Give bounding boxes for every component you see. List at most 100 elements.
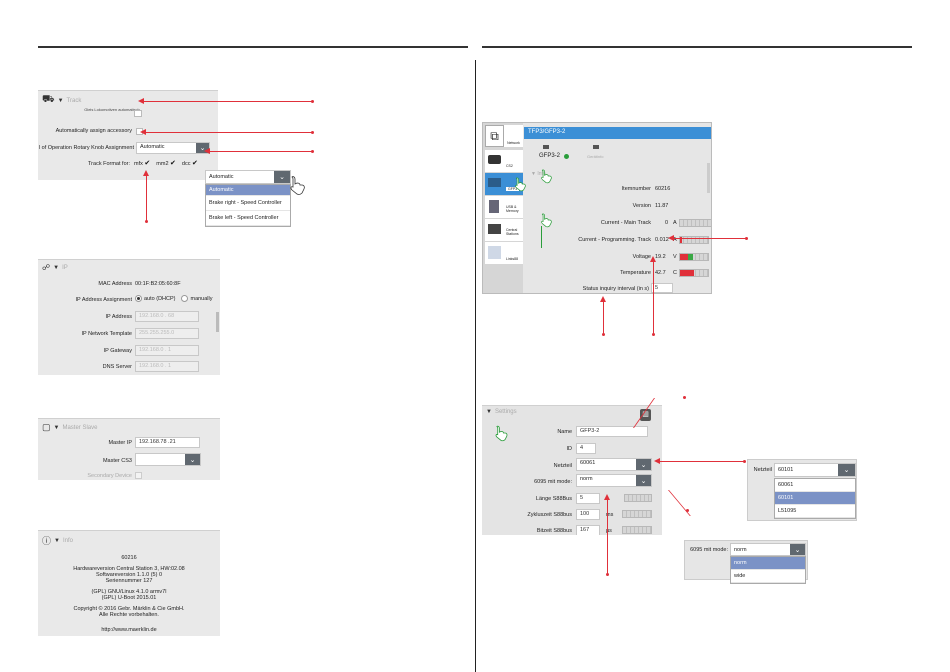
sidebar-main-icon[interactable]: ⧉ (485, 125, 504, 147)
ip-panel-header[interactable]: ☍ ▼ IP (42, 263, 68, 272)
prog-track-value: 0.012 (655, 237, 669, 243)
sidebar-item-central-stations[interactable]: Central Stations (485, 219, 523, 241)
gateway-label: IP Gateway (103, 348, 132, 354)
sidebar-item-network[interactable]: Network (504, 125, 523, 147)
mode-label: 6095 mit mode: (534, 479, 572, 485)
chevron-down-icon[interactable]: ⌄ (636, 459, 651, 470)
chevron-down-icon: ▼ (57, 97, 64, 104)
track-panel-header[interactable]: ⛟ ▼ Track (42, 94, 81, 107)
format-dcc[interactable]: dcc ✔ (181, 160, 198, 167)
device-sub[interactable]: Gerätinfo (587, 154, 604, 159)
scrollbar[interactable] (707, 163, 710, 193)
format-mm2[interactable]: mm2 ✔ (156, 160, 176, 167)
scrollbar[interactable] (216, 312, 219, 332)
s88-bit-field[interactable]: 167 (576, 525, 600, 535)
chevron-down-icon: ▼ (54, 537, 60, 544)
sidebar-item-gfp3[interactable]: GFP3 (485, 173, 523, 195)
info-line: Copyright © 2016 Gebr. Märklin & Cie Gmb… (73, 606, 185, 612)
ip-address-field[interactable]: 192.168.0 . 68 (135, 311, 199, 322)
s88-cycle-slider[interactable] (622, 510, 652, 518)
chevron-down-icon[interactable]: ⌄ (838, 464, 855, 476)
callout-line (146, 176, 147, 222)
mode-popup-dropdown[interactable]: norm ⌄ (730, 543, 806, 556)
info-link[interactable]: http://www.maerklin.de (101, 627, 157, 633)
locomotive-toggle[interactable] (134, 110, 142, 117)
id-field[interactable]: 4 (576, 443, 596, 454)
master-panel-header[interactable]: ▢ ▼ Master Slave (42, 422, 97, 433)
secondary-device-checkbox[interactable] (135, 472, 142, 479)
device-tab-icon[interactable] (543, 145, 549, 149)
page-divider (475, 60, 476, 672)
chevron-down-icon[interactable]: ⌄ (274, 171, 290, 183)
callout-arrow (140, 129, 146, 135)
radio-manual[interactable]: manually (181, 295, 213, 302)
format-mfx[interactable]: mfx ✔ (134, 160, 151, 167)
mac-value: 00:1F:B2:05:60:8F (135, 281, 181, 287)
callout-dot (686, 509, 689, 512)
device-name[interactable]: GFP3-2 (539, 153, 570, 159)
network-template-field[interactable]: 255.255.255.0 (135, 328, 199, 339)
panel-title: Settings (494, 409, 517, 415)
callout-arrow (138, 98, 144, 104)
dropdown-option[interactable]: Automatic (206, 185, 290, 196)
mode-dropdown[interactable]: norm ⌄ (576, 474, 652, 487)
dropdown-option[interactable]: Brake left - Speed Controller (206, 211, 290, 226)
panel-title: Info (62, 537, 73, 544)
settings-panel-header[interactable]: ▼ Settings (486, 409, 517, 415)
main-track-bar (679, 219, 711, 227)
sidebar-item-links88[interactable]: Links88 (485, 242, 523, 264)
callout-dot (602, 333, 605, 336)
info-line: Seriennummer 127 (105, 578, 153, 584)
mode-option[interactable]: norm (731, 557, 805, 570)
callout-line (607, 500, 608, 574)
track-format-options: mfx ✔ mm2 ✔ dcc ✔ (134, 159, 198, 167)
sidebar-item-usb[interactable]: USB & Memory (485, 196, 523, 218)
cs-title-bar: TFP3/GFP3-2 (524, 127, 711, 139)
rotary-knob-dropdown[interactable]: Automatic ⌄ (136, 142, 210, 154)
name-field[interactable]: GFP3-2 (576, 426, 648, 437)
master-cs3-label: Master CS3 (102, 458, 132, 464)
master-panel: ▢ ▼ Master Slave Master IP 192.168.78 .2… (38, 418, 220, 480)
network-template-label: IP Network Template (81, 331, 132, 337)
check-icon: ✔ (170, 160, 176, 167)
s88-length-slider[interactable] (624, 494, 652, 502)
s88-length-field[interactable]: 5 (576, 493, 600, 504)
info-header[interactable]: ▼ Info (531, 171, 546, 177)
gfp3-icon (488, 178, 501, 187)
callout-dot (743, 460, 746, 463)
callout-arrow (654, 458, 660, 464)
hand-pointer-icon (541, 213, 552, 228)
trash-icon[interactable]: ▥ (640, 409, 651, 421)
rotary-dropdown-expanded[interactable]: Automatic ⌄ (205, 170, 291, 184)
check-icon: ✔ (144, 160, 151, 167)
sidebar-item-cs2[interactable]: CS2 (485, 150, 523, 172)
mode-option[interactable]: wide (731, 570, 805, 583)
dropdown-option[interactable]: Brake right - Speed Controller (206, 196, 290, 211)
radio-auto[interactable]: auto (DHCP) (135, 295, 175, 302)
dns-field[interactable]: 192.168.0 . 1 (135, 361, 199, 372)
info-line: Hardwareversion Central Station 3, HW:02… (73, 566, 185, 572)
hand-pointer-icon (541, 169, 552, 184)
device-tab-icon[interactable] (593, 145, 599, 149)
gateway-field[interactable]: 192.168.0 . 1 (135, 345, 199, 356)
info-panel-header[interactable]: ⓘ ▼ Info (42, 534, 73, 547)
master-cs3-dropdown[interactable]: ⌄ (135, 453, 201, 466)
ip-address-label: IP Address (105, 314, 133, 320)
check-icon: ✔ (192, 160, 198, 167)
info-icon: ⓘ (42, 536, 52, 546)
chevron-down-icon[interactable]: ⌄ (185, 454, 200, 465)
netzteil-popup-dropdown[interactable]: 60101 ⌄ (774, 463, 856, 477)
netzteil-option[interactable]: 60061 (775, 479, 855, 492)
netzteil-dropdown[interactable]: 60061 ⌄ (576, 458, 652, 471)
status-interval-field[interactable]: 5 (651, 283, 673, 293)
netzteil-option[interactable]: L51095 (775, 505, 855, 518)
s88-bit-slider[interactable] (622, 526, 652, 534)
callout-line (144, 101, 312, 102)
chevron-down-icon[interactable]: ⌄ (196, 143, 209, 153)
netzteil-option[interactable]: 60101 (775, 492, 855, 505)
master-ip-field[interactable]: 192.168.78 .21 (135, 437, 200, 448)
chevron-down-icon[interactable]: ⌄ (636, 475, 651, 486)
callout-arrow (600, 296, 606, 302)
chevron-down-icon[interactable]: ⌄ (790, 544, 805, 555)
s88-cycle-field[interactable]: 100 (576, 509, 600, 520)
